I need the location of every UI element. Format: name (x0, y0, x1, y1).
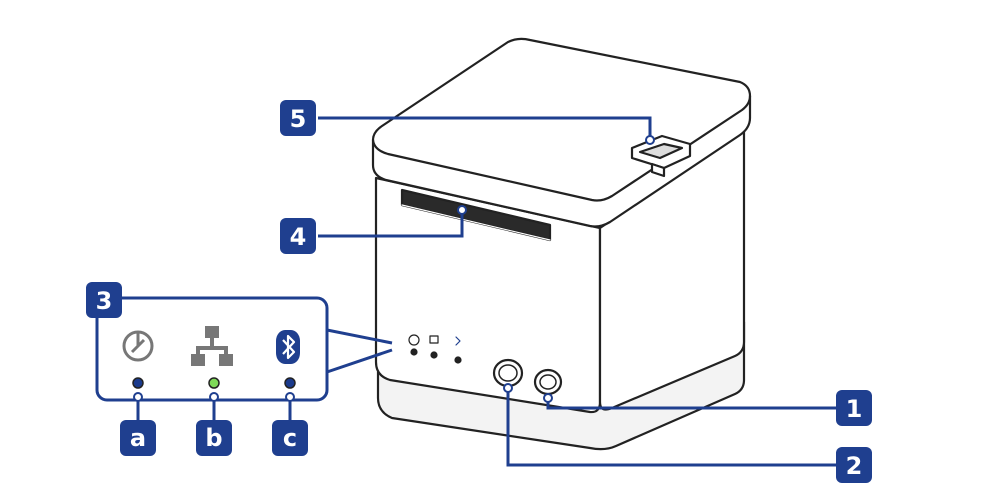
svg-text:2: 2 (846, 452, 863, 480)
callout-1: 1 (836, 390, 872, 426)
feed-button[interactable] (492, 358, 524, 388)
svg-text:5: 5 (290, 105, 307, 133)
bluetooth-icon (276, 330, 300, 364)
led-c (284, 377, 296, 389)
printer (371, 37, 752, 451)
power-button[interactable] (533, 368, 563, 396)
svg-text:a: a (130, 424, 146, 452)
led-b (208, 377, 220, 389)
printer-lid (371, 37, 752, 228)
network-icon (191, 326, 233, 366)
svg-text:b: b (205, 424, 222, 452)
callout-2: 2 (836, 447, 872, 483)
callout-4: 4 (280, 218, 316, 254)
svg-text:3: 3 (96, 287, 113, 315)
power-icon (122, 330, 154, 362)
svg-text:c: c (283, 424, 297, 452)
svg-text:4: 4 (290, 223, 307, 251)
front-indicator-icons (408, 334, 462, 364)
led-a (132, 377, 144, 389)
svg-text:1: 1 (846, 395, 863, 423)
printer-lid-edge (371, 94, 752, 202)
callout-c: c (272, 420, 308, 456)
callout-b: b (196, 420, 232, 456)
callout-3: 3 (86, 282, 122, 318)
callout-a: a (120, 420, 156, 456)
callout-5: 5 (280, 100, 316, 136)
indicator-panel (95, 296, 393, 420)
leader-dots (457, 135, 655, 403)
